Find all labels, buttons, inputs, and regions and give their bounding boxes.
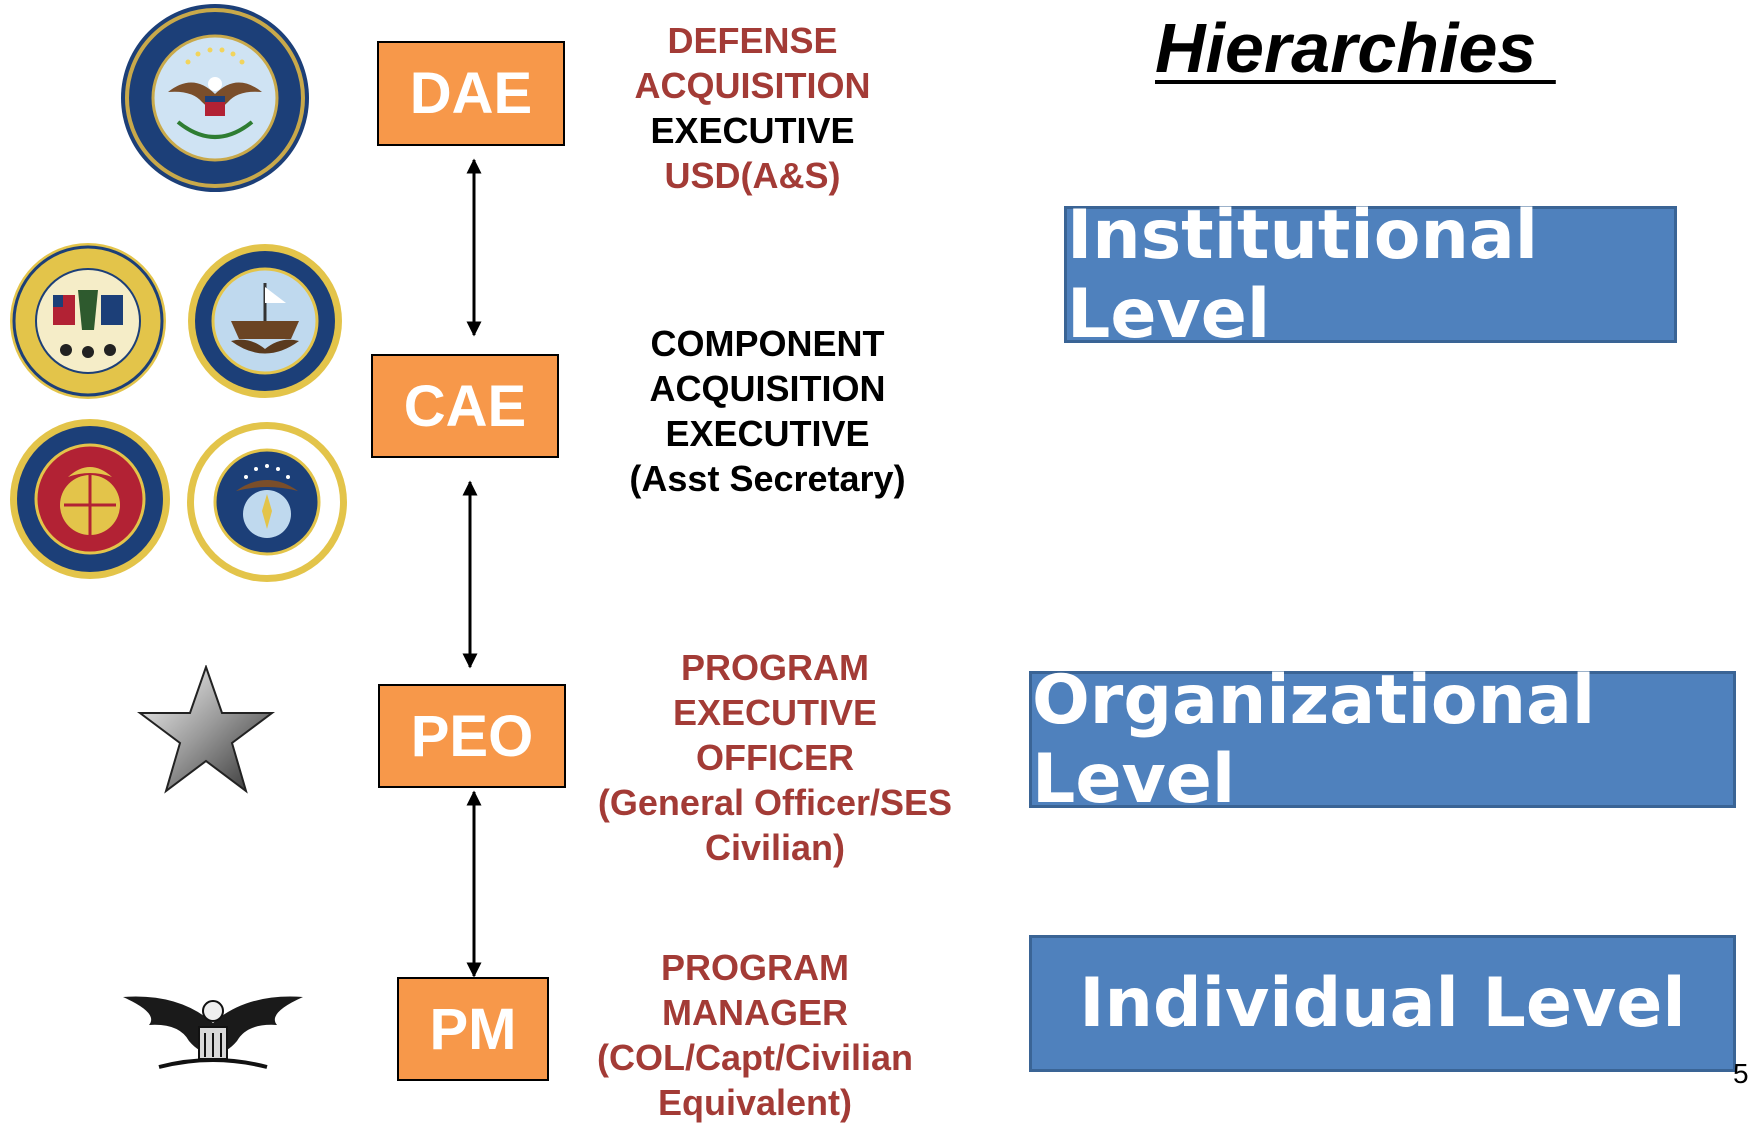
pm-description: PROGRAM MANAGER (COL/Capt/Civilian Equiv… — [575, 945, 935, 1125]
marine-corps-seal-icon — [10, 419, 170, 579]
cae-desc-line: (Asst Secretary) — [629, 458, 906, 499]
peo-box: PEO — [378, 684, 566, 788]
pm-desc-line: Equivalent) — [657, 1082, 853, 1123]
pm-desc-line: (COL/Capt/Civilian — [596, 1037, 914, 1078]
peo-desc-line: (General Officer/SES — [597, 782, 953, 823]
pm-box: PM — [397, 977, 549, 1081]
peo-desc-line: Civilian) — [704, 827, 846, 868]
air-force-seal-icon — [187, 422, 347, 582]
institutional-level-box: Institutional Level — [1064, 196, 1677, 354]
cae-desc-line: EXECUTIVE — [665, 413, 870, 454]
individual-level-box: Individual Level — [1029, 935, 1736, 1072]
cae-description: COMPONENT ACQUISITION EXECUTIVE (Asst Se… — [610, 321, 925, 501]
peo-desc-line: PROGRAM — [681, 647, 869, 688]
cae-desc-line: ACQUISITION — [649, 368, 886, 409]
dod-seal-icon — [121, 4, 309, 192]
dae-desc-line: DEFENSE — [667, 20, 838, 61]
dae-desc-line: USD(A&S) — [664, 155, 841, 196]
organizational-level-box: Organizational Level — [1029, 661, 1736, 819]
cae-box: CAE — [371, 354, 559, 458]
pm-desc-line: PROGRAM — [661, 947, 849, 988]
pm-desc-line: MANAGER — [662, 992, 848, 1033]
dae-desc-line: ACQUISITION — [634, 65, 871, 106]
peo-description: PROGRAM EXECUTIVE OFFICER (General Offic… — [580, 645, 970, 870]
page-number: 5 — [1733, 1058, 1749, 1089]
peo-desc-line: OFFICER — [696, 737, 854, 778]
peo-desc-line: EXECUTIVE — [672, 692, 878, 733]
dae-description: DEFENSE ACQUISITION EXECUTIVE USD(A&S) — [600, 18, 905, 198]
dae-desc-line: EXECUTIVE — [650, 110, 855, 151]
dae-box: DAE — [377, 41, 565, 146]
navy-seal-icon — [188, 244, 342, 398]
general-star-icon — [137, 665, 275, 794]
army-seal-icon — [10, 243, 166, 399]
cae-desc-line: COMPONENT — [650, 323, 885, 364]
colonel-eagle-icon — [123, 996, 303, 1069]
page-title: Hierarchies — [1155, 9, 1556, 87]
